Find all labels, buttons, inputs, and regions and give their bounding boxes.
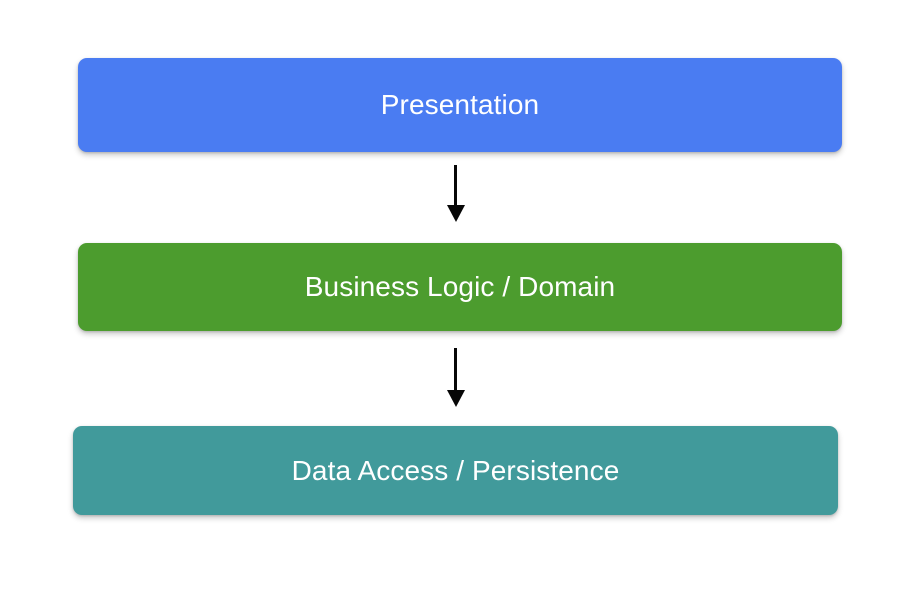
arrow-head bbox=[447, 390, 465, 407]
layer-box-presentation[interactable]: Presentation bbox=[78, 58, 842, 152]
layer-label-business-logic: Business Logic / Domain bbox=[304, 271, 616, 302]
layer-label-data-access: Data Access / Persistence bbox=[291, 454, 620, 486]
layer-box-data-access[interactable]: Data Access / Persistence bbox=[73, 426, 838, 515]
layer-label-presentation: Presentation bbox=[380, 89, 540, 120]
down-arrow-icon-business-to-data bbox=[446, 348, 466, 407]
arrow-shaft bbox=[454, 348, 457, 391]
arrow-shaft bbox=[454, 165, 457, 206]
arrow-head bbox=[447, 205, 465, 222]
layer-box-business-logic[interactable]: Business Logic / Domain bbox=[78, 243, 842, 331]
down-arrow-icon-presentation-to-business bbox=[446, 165, 466, 222]
